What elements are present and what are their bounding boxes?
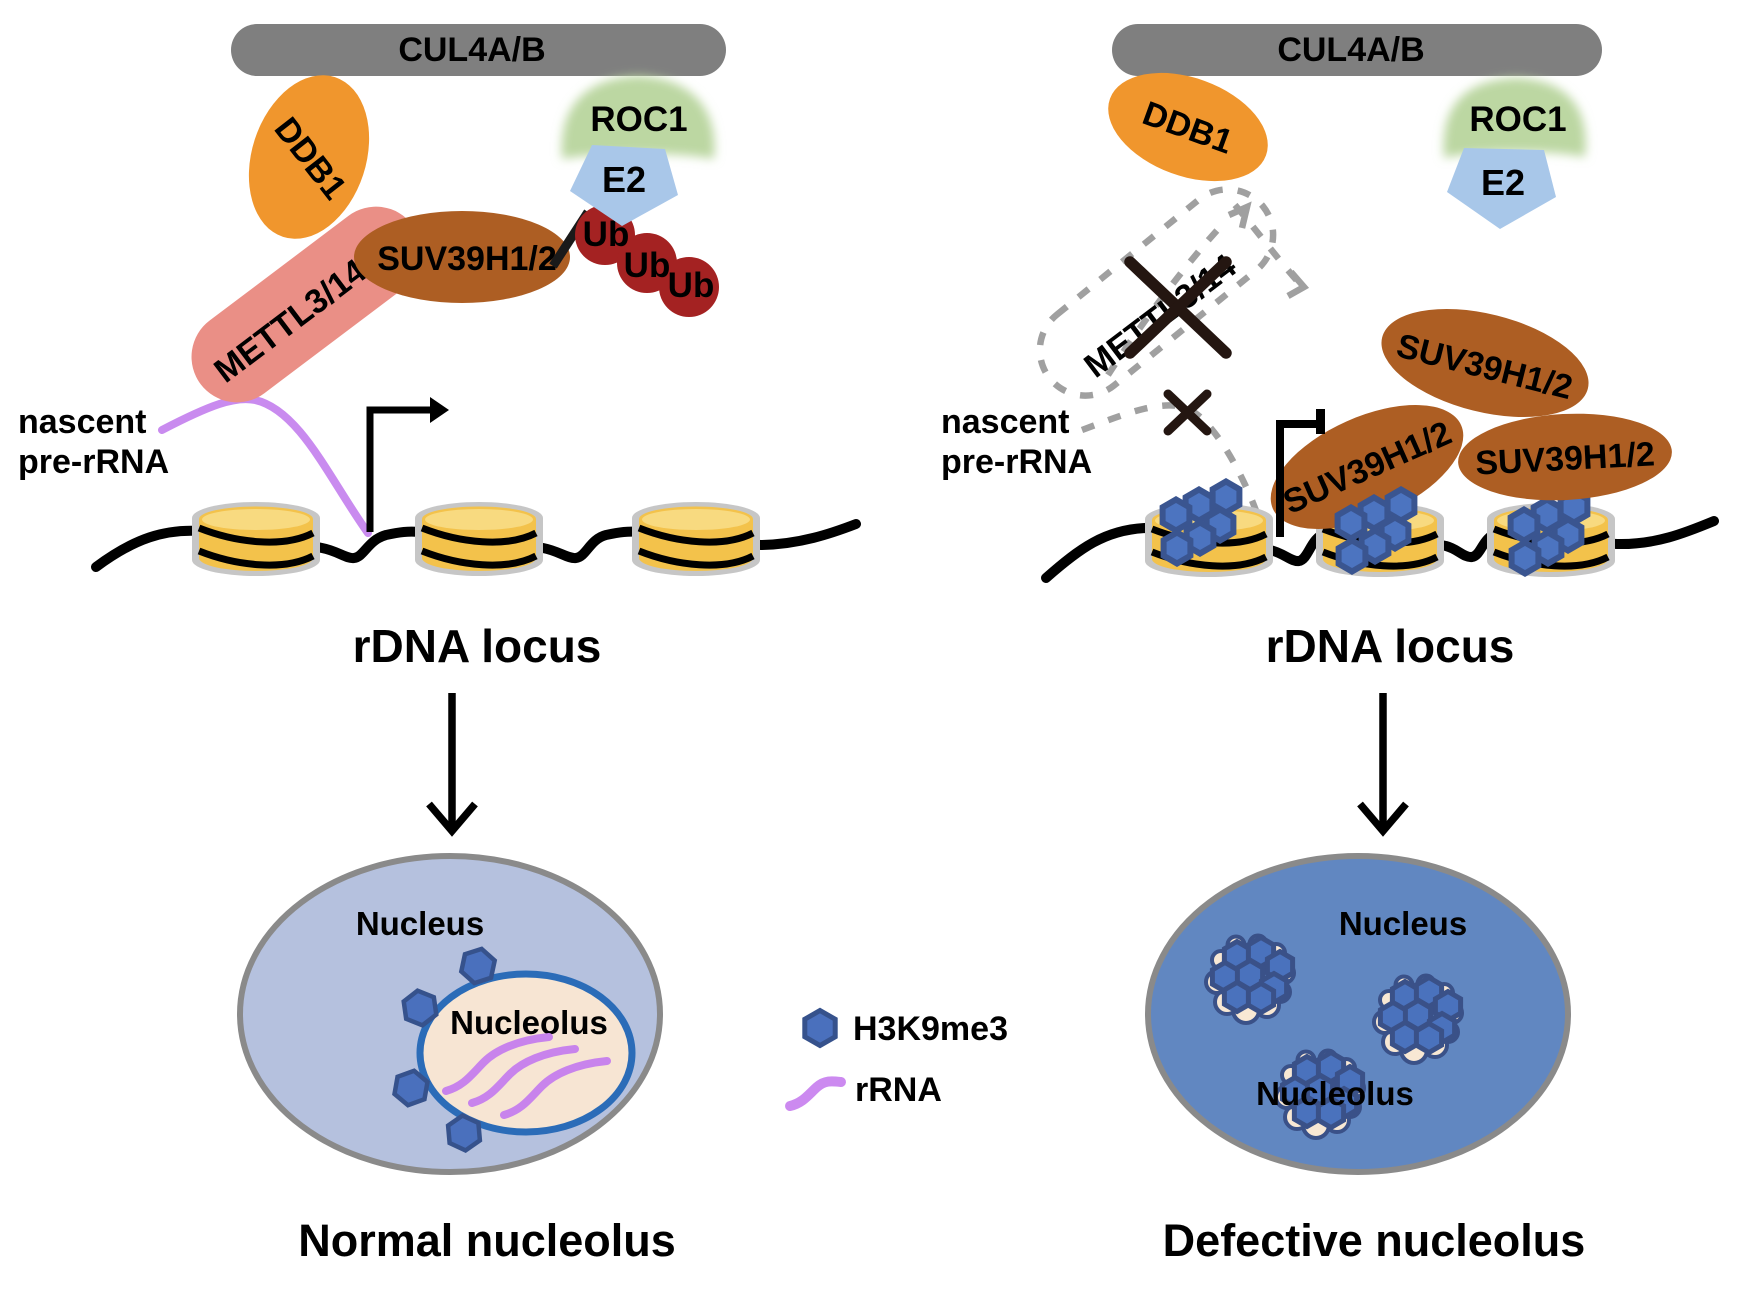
svg-text:ROC1: ROC1 bbox=[1469, 100, 1566, 139]
svg-text:SUV39H1/2: SUV39H1/2 bbox=[377, 240, 557, 278]
svg-text:rDNA locus: rDNA locus bbox=[353, 620, 602, 672]
svg-text:Nucleus: Nucleus bbox=[1339, 905, 1467, 942]
svg-text:E2: E2 bbox=[602, 159, 646, 200]
svg-text:pre-rRNA: pre-rRNA bbox=[941, 443, 1092, 481]
svg-text:SUV39H1/2: SUV39H1/2 bbox=[1474, 435, 1655, 482]
svg-text:nascent: nascent bbox=[941, 403, 1070, 441]
svg-text:ROC1: ROC1 bbox=[590, 100, 687, 139]
svg-text:Ub: Ub bbox=[668, 266, 715, 305]
svg-text:Nucleolus: Nucleolus bbox=[1256, 1075, 1414, 1112]
svg-text:rRNA: rRNA bbox=[855, 1071, 942, 1109]
svg-text:Ub: Ub bbox=[624, 246, 671, 285]
svg-text:E2: E2 bbox=[1481, 162, 1525, 203]
svg-text:CUL4A/B: CUL4A/B bbox=[398, 31, 545, 69]
svg-text:pre-rRNA: pre-rRNA bbox=[18, 443, 169, 481]
svg-text:CUL4A/B: CUL4A/B bbox=[1277, 31, 1424, 69]
svg-text:Normal nucleolus: Normal nucleolus bbox=[298, 1215, 676, 1266]
svg-text:nascent: nascent bbox=[18, 403, 147, 441]
svg-text:rDNA locus: rDNA locus bbox=[1266, 620, 1515, 672]
svg-text:Nucleolus: Nucleolus bbox=[450, 1004, 608, 1041]
svg-text:Defective nucleolus: Defective nucleolus bbox=[1163, 1215, 1586, 1266]
svg-text:Nucleus: Nucleus bbox=[356, 905, 484, 942]
svg-text:H3K9me3: H3K9me3 bbox=[853, 1010, 1008, 1048]
